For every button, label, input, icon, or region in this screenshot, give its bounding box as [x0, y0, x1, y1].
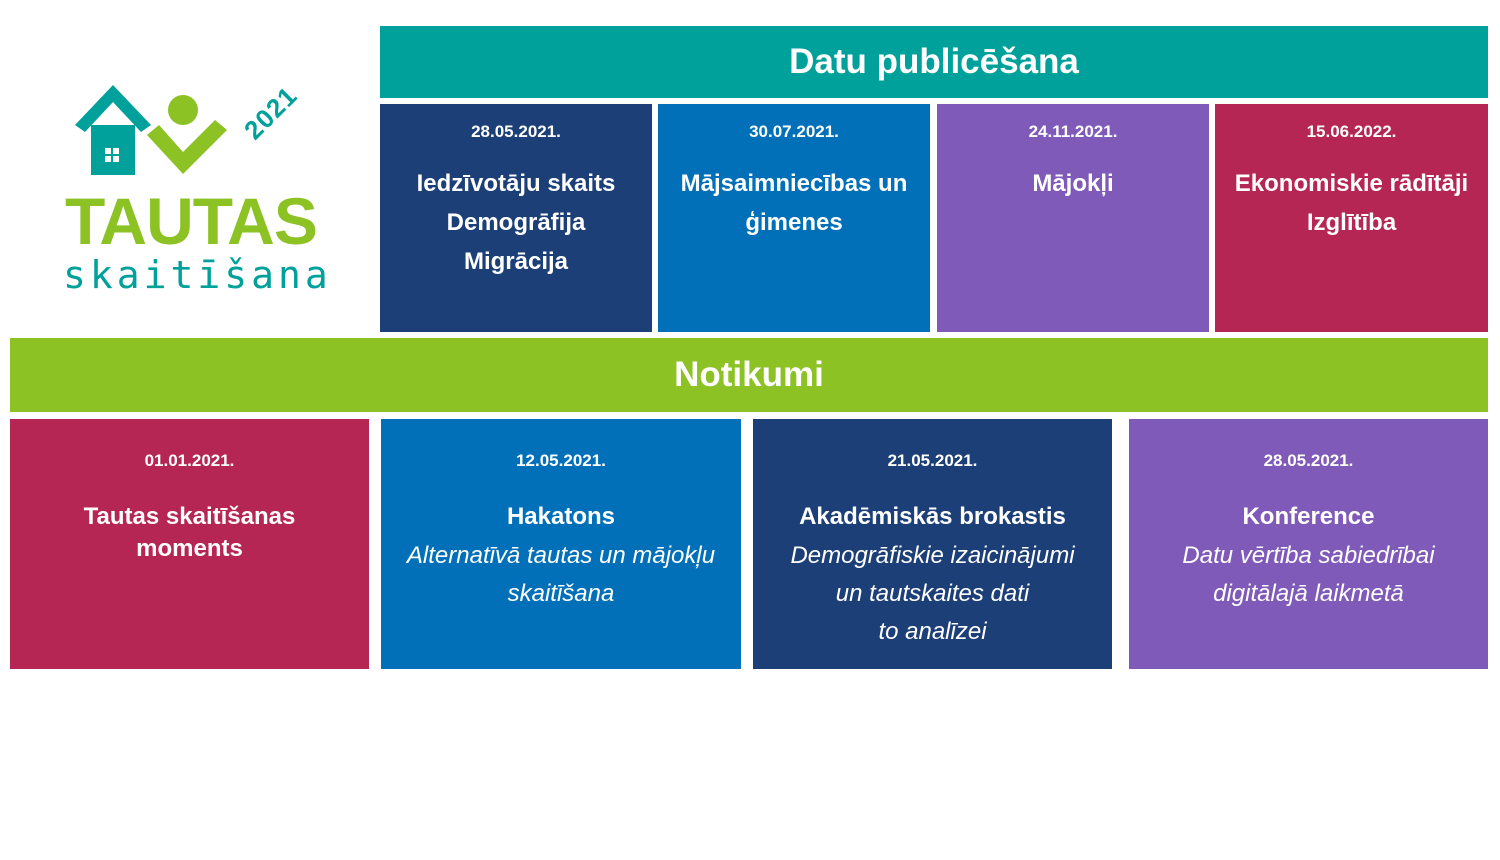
- card-date: 28.05.2021.: [471, 122, 561, 141]
- card-date: 15.06.2022.: [1306, 122, 1397, 141]
- event-title: Akadēmiskās brokastis: [799, 503, 1066, 530]
- event-subtitle: digitālajā laikmetā: [1213, 580, 1404, 607]
- logo-title: TAUTAS: [65, 184, 318, 258]
- card-date: 28.05.2021.: [1263, 451, 1354, 470]
- event-card-hackathon: 12.05.2021. Hakatons Alternatīvā tautas …: [381, 419, 741, 669]
- publication-card-economy: 15.06.2022. Ekonomiskie rādītāji Izglītī…: [1215, 104, 1488, 332]
- card-date: 21.05.2021.: [887, 451, 978, 470]
- card-date: 01.01.2021.: [144, 451, 235, 470]
- event-subtitle: un tautskaites dati: [835, 580, 1030, 607]
- card-date: 12.05.2021.: [516, 451, 606, 470]
- event-title: Konference: [1242, 503, 1375, 530]
- event-subtitle: skaitīšana: [507, 580, 615, 607]
- card-topic: Mājsaimniecības un: [680, 170, 908, 197]
- publication-card-population: 28.05.2021. Iedzīvotāju skaits Demogrāfi…: [380, 104, 652, 332]
- card-topic: Ekonomiskie rādītāji: [1234, 170, 1469, 197]
- logo-subtitle: skaitīšana: [63, 253, 332, 297]
- event-card-census-moment: 01.01.2021. Tautas skaitīšanas moments: [10, 419, 369, 669]
- event-card-conference: 28.05.2021. Konference Datu vērtība sabi…: [1129, 419, 1488, 669]
- events-heading: Notikumi: [674, 355, 824, 394]
- event-subtitle: Alternatīvā tautas un mājokļu: [406, 542, 716, 569]
- publication-heading: Datu publicēšana: [789, 42, 1079, 81]
- card-topic: ģimenes: [745, 209, 843, 236]
- publication-card-households: 30.07.2021. Mājsaimniecības un ģimenes: [658, 104, 930, 332]
- publication-card-housing: 24.11.2021. Mājokļi: [937, 104, 1209, 332]
- event-subtitle: to analīzei: [878, 618, 987, 645]
- event-subtitle: Datu vērtība sabiedrībai: [1182, 542, 1435, 569]
- event-title: Hakatons: [506, 503, 616, 530]
- card-date: 30.07.2021.: [749, 122, 839, 141]
- house-check-icon: [75, 85, 227, 175]
- card-date: 24.11.2021.: [1028, 122, 1118, 141]
- event-title: moments: [136, 535, 243, 562]
- card-topic: Migrācija: [463, 248, 569, 275]
- publication-banner: Datu publicēšana: [380, 26, 1488, 98]
- event-card-academic-breakfast: 21.05.2021. Akadēmiskās brokastis Demogr…: [753, 419, 1112, 669]
- card-topic: Demogrāfija: [446, 209, 586, 236]
- card-topic: Iedzīvotāju skaits: [416, 170, 616, 197]
- events-banner: Notikumi: [10, 338, 1488, 412]
- census-logo: 2021 TAUTAS skaitīšana: [55, 70, 345, 310]
- card-topic: Mājokļi: [1032, 170, 1114, 197]
- event-subtitle: Demogrāfiskie izaicinājumi: [790, 542, 1075, 569]
- event-title: Tautas skaitīšanas: [83, 503, 296, 530]
- card-topic: Izglītība: [1306, 209, 1397, 236]
